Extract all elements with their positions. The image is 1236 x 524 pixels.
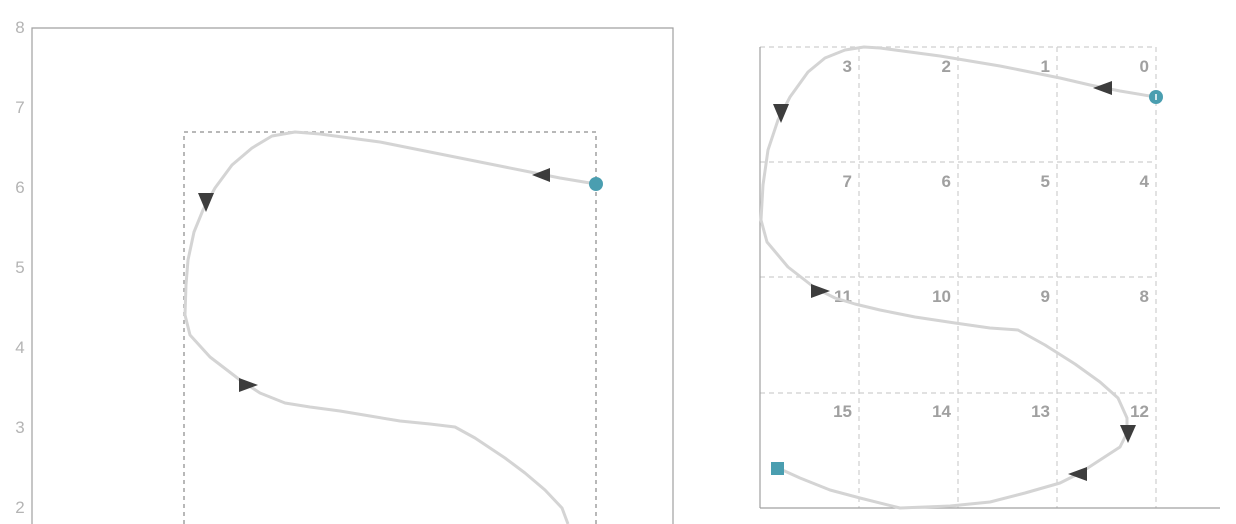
y-tick-6: 6 <box>15 178 24 197</box>
cell-label-13: 13 <box>1031 402 1050 421</box>
cell-label-10: 10 <box>932 287 951 306</box>
direction-arrow <box>1068 467 1087 481</box>
plot-frame <box>31 27 674 524</box>
cell-label-3: 3 <box>843 57 852 76</box>
cell-label-8: 8 <box>1140 287 1149 306</box>
bounding-box <box>183 131 597 524</box>
cell-label-12: 12 <box>1130 402 1149 421</box>
y-tick-3: 3 <box>15 418 24 437</box>
grid-lines <box>760 46 1157 508</box>
cell-label-6: 6 <box>942 172 951 191</box>
y-tick-8: 8 <box>15 18 24 37</box>
direction-arrow <box>773 104 789 123</box>
cell-label-9: 9 <box>1041 287 1050 306</box>
cell-label-7: 7 <box>843 172 852 191</box>
y-tick-2: 2 <box>15 498 24 517</box>
start-marker <box>589 177 603 191</box>
y-tick-4: 4 <box>15 338 24 357</box>
direction-arrow <box>239 378 258 392</box>
left-panel: 8 7 6 5 4 3 2 <box>15 18 674 524</box>
direction-arrow <box>1093 81 1112 95</box>
cell-label-14: 14 <box>932 402 951 421</box>
direction-arrow <box>532 168 550 182</box>
trajectory-path <box>759 45 1157 510</box>
y-tick-7: 7 <box>15 98 24 117</box>
direction-arrow <box>198 193 214 212</box>
cell-label-1: 1 <box>1041 57 1050 76</box>
cell-label-2: 2 <box>942 57 951 76</box>
cell-label-0: 0 <box>1140 57 1149 76</box>
cell-label-4: 4 <box>1140 172 1150 191</box>
right-panel: 3 2 1 0 7 6 5 4 11 10 9 8 15 14 13 12 <box>759 45 1220 510</box>
trajectory-path <box>183 130 597 524</box>
y-tick-5: 5 <box>15 258 24 277</box>
direction-arrow <box>811 284 830 298</box>
end-marker <box>771 462 784 475</box>
direction-arrow <box>1120 425 1136 443</box>
cell-label-5: 5 <box>1041 172 1050 191</box>
cell-label-15: 15 <box>833 402 852 421</box>
